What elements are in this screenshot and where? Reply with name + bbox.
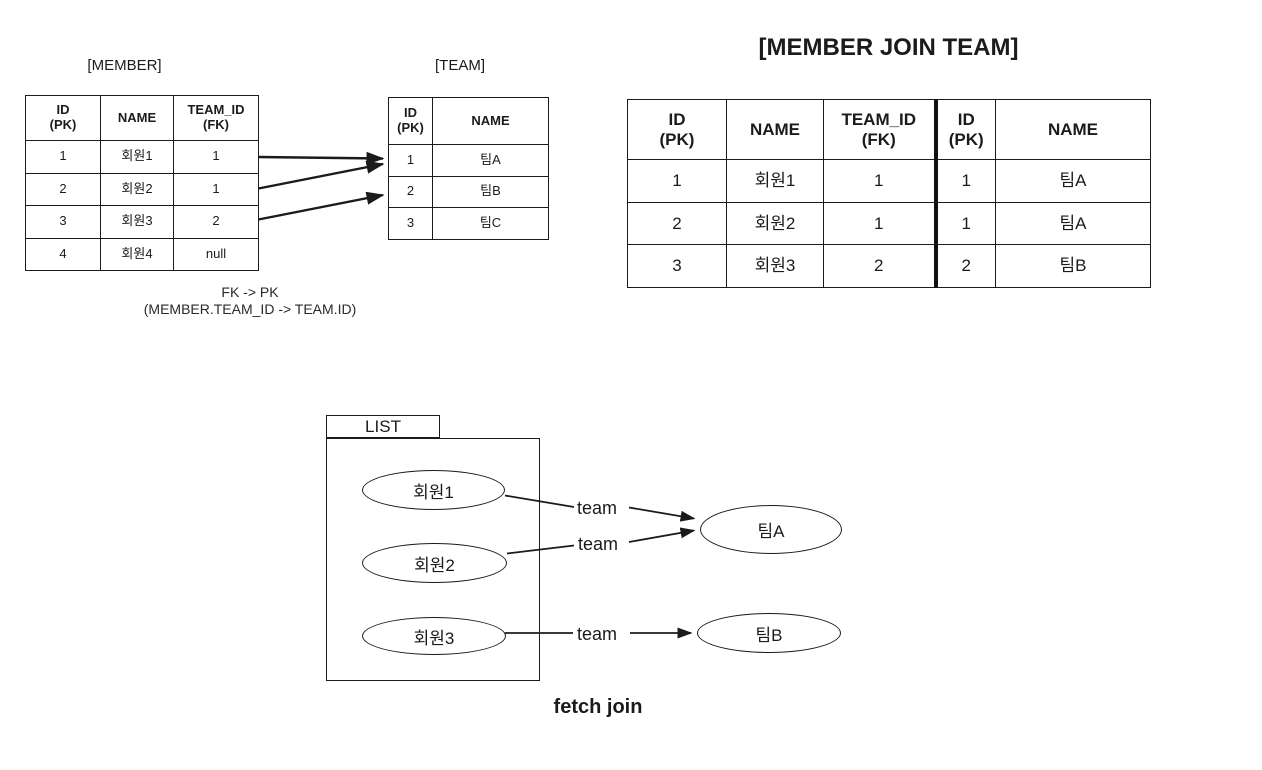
member-col-id: ID (PK) — [25, 95, 101, 141]
table-cell: 팀B — [995, 244, 1151, 288]
entity-node-teamB: 팀B — [697, 613, 841, 653]
join-table-header-row: ID (PK) NAME TEAM_ID (FK) ID (PK) NAME — [627, 99, 1151, 160]
edge-label-team-3: team — [577, 624, 618, 644]
table-cell: 회원1 — [100, 140, 174, 174]
edge-arrow-team-to-teamA-1 — [628, 506, 696, 522]
list-package-box — [326, 438, 540, 681]
table-cell: 2 — [173, 205, 259, 239]
table-row: 1 회원1 1 1 팀A — [627, 159, 1151, 203]
member-col-teamid: TEAM_ID (FK) — [173, 95, 259, 141]
edge-line-member1-team — [504, 494, 575, 508]
edge-label-team-2: team — [578, 534, 619, 554]
member-table-title: [MEMBER] — [87, 57, 162, 74]
join-col-team-id: ID (PK) — [933, 99, 996, 160]
table-cell: 2 — [627, 201, 727, 246]
join-col-team-name: NAME — [995, 99, 1151, 160]
fk-mapping-note-line2: (MEMBER.TEAM_ID -> TEAM.ID) — [143, 301, 357, 317]
table-row: 3 팀C — [388, 207, 549, 240]
table-cell: 1 — [933, 201, 996, 246]
entity-node-teamA: 팀A — [700, 505, 842, 554]
table-cell: 1 — [933, 159, 996, 203]
table-row: 1 팀A — [388, 144, 549, 177]
edge-line-member2-team — [506, 544, 575, 555]
entity-node-member3: 회원3 — [362, 617, 506, 655]
table-cell: 3 — [25, 205, 101, 239]
table-cell: 2 — [388, 175, 433, 209]
edge-label-team-1: team — [577, 498, 618, 518]
table-row: 3 회원3 2 2 팀B — [627, 244, 1151, 288]
table-cell: 회원2 — [100, 172, 174, 206]
join-col-member-id: ID (PK) — [627, 99, 727, 160]
entity-node-member1: 회원1 — [362, 470, 505, 510]
table-row: 3 회원3 2 — [25, 205, 259, 239]
fk-arrow-member1-teamA — [258, 151, 385, 165]
table-cell: null — [173, 237, 259, 271]
member-col-name: NAME — [100, 95, 174, 141]
list-package-tab: LIST — [326, 415, 440, 438]
table-cell: 1 — [823, 159, 936, 203]
table-cell: 1 — [25, 140, 101, 174]
table-cell: 3 — [388, 207, 433, 240]
team-col-name: NAME — [432, 97, 549, 145]
entity-node-member2: 회원2 — [362, 543, 507, 583]
member-table-header-row: ID (PK) NAME TEAM_ID (FK) — [25, 95, 259, 141]
table-cell: 3 — [627, 244, 727, 288]
fk-arrow-member2-teamA — [258, 160, 385, 190]
fk-mapping-note: FK -> PK (MEMBER.TEAM_ID -> TEAM.ID) — [100, 284, 400, 318]
fetch-join-caption: fetch join — [553, 696, 643, 718]
table-cell: 1 — [173, 140, 259, 174]
list-package-label: LIST — [365, 416, 401, 436]
table-cell: 회원3 — [726, 244, 824, 288]
table-cell: 회원4 — [100, 237, 174, 271]
table-row: 2 팀B — [388, 175, 549, 209]
table-cell: 2 — [933, 244, 996, 288]
team-table: ID (PK) NAME 1 팀A 2 팀B 3 팀C — [388, 97, 549, 240]
table-cell: 회원1 — [726, 159, 824, 203]
table-row: 4 회원4 null — [25, 237, 259, 271]
table-cell: 4 — [25, 237, 101, 271]
table-cell: 2 — [823, 244, 936, 288]
join-col-teamid: TEAM_ID (FK) — [823, 99, 936, 160]
team-table-header-row: ID (PK) NAME — [388, 97, 549, 145]
table-cell: 1 — [823, 201, 936, 246]
table-cell: 회원3 — [100, 205, 174, 239]
table-row: 1 회원1 1 — [25, 140, 259, 174]
table-row: 2 회원2 1 1 팀A — [627, 201, 1151, 246]
edge-arrow-team-to-teamA-2 — [628, 527, 696, 543]
table-cell: 팀A — [432, 144, 549, 177]
table-cell: 1 — [388, 144, 433, 177]
join-col-member-name: NAME — [726, 99, 824, 160]
table-cell: 팀B — [432, 175, 549, 209]
table-row: 2 회원2 1 — [25, 172, 259, 206]
table-cell: 1 — [173, 172, 259, 206]
team-table-title: [TEAM] — [434, 57, 485, 74]
join-table-title: [MEMBER JOIN TEAM] — [758, 34, 1019, 61]
member-table: ID (PK) NAME TEAM_ID (FK) 1 회원1 1 2 회원2 … — [25, 95, 259, 271]
fk-arrow-member3-teamB — [258, 191, 385, 221]
member-join-team-table: ID (PK) NAME TEAM_ID (FK) ID (PK) NAME 1… — [627, 99, 1151, 288]
table-cell: 2 — [25, 172, 101, 206]
table-cell: 1 — [627, 159, 727, 203]
team-col-id: ID (PK) — [388, 97, 433, 145]
table-cell: 팀C — [432, 207, 549, 240]
table-cell: 팀A — [995, 201, 1151, 246]
table-cell: 회원2 — [726, 201, 824, 246]
table-cell: 팀A — [995, 159, 1151, 203]
fk-mapping-note-line1: FK -> PK — [221, 284, 279, 300]
